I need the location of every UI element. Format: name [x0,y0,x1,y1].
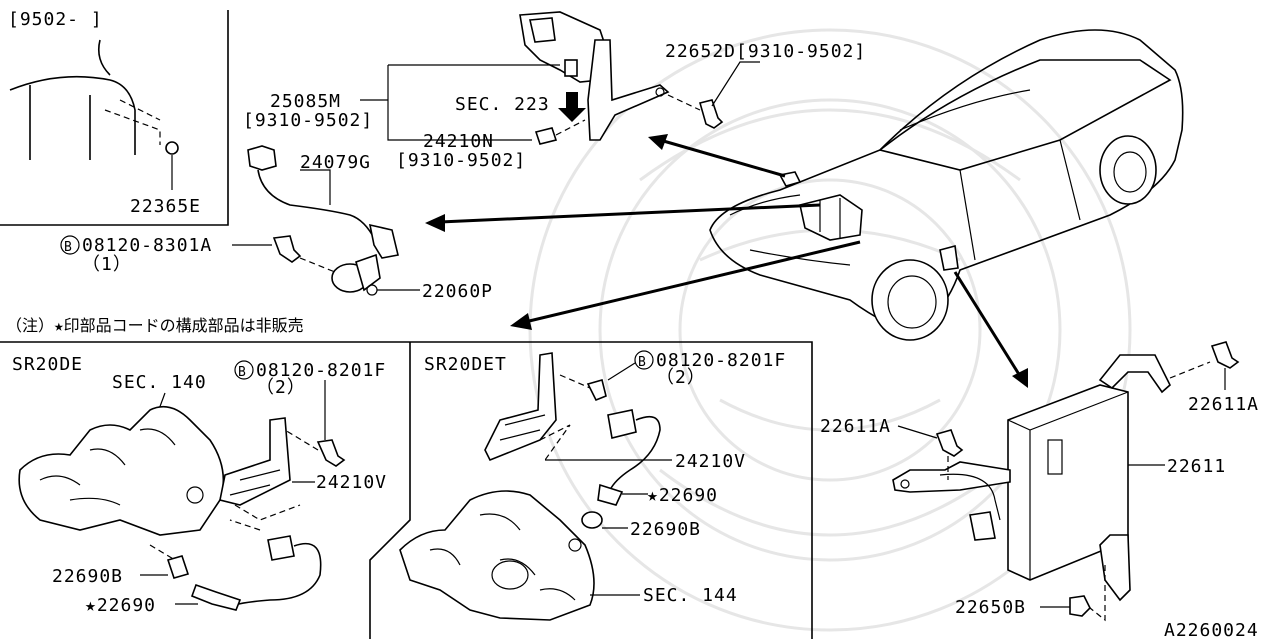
label-sec-140: SEC. 140 [112,372,207,393]
label-sec-144: SEC. 144 [643,585,738,606]
label-bolt-mid-code: 08120-8201F [656,350,786,371]
bolt-left-circle-letter: B [238,365,246,380]
label-25085M-range: [9310-9502] [243,110,373,131]
knock-sensor-group: 24079G B 08120-8301A （1） 22060P [60,145,493,302]
car-illustration [709,29,1184,341]
label-22611A-left: 22611A [820,416,891,437]
label-bolt-top-qty: （1） [82,254,132,275]
bracket-sensor-group: SEC. 223 25085M [9310-9502] 24210N [9310… [243,11,866,171]
label-sr20det: SR20DET [424,354,507,375]
label-24210V-left: 24210V [316,472,387,493]
label-24210V-mid: 24210V [675,451,746,472]
label-24079G: 24079G [300,152,371,173]
label-bolt-mid-qty: （2） [656,367,706,388]
pointer-arrows [425,134,1028,388]
section-sr20de: SR20DE SEC. 140 B 08120-8201F （2） 24210V… [12,354,387,616]
label-24210N-range: [9310-9502] [396,150,526,171]
label-22365E: 22365E [130,196,201,217]
label-25085M: 25085M [270,91,341,112]
label-22690-left: ★22690 [85,595,156,616]
watermark-emblem [528,28,1132,632]
drawing-id: A2260024 [1164,620,1259,639]
bolt-mid-circle-letter: B [638,355,646,370]
label-bolt-08120-8301A: 08120-8301A [82,235,212,256]
label-sr20de: SR20DE [12,354,83,375]
label-22690-mid: ★22690 [647,485,718,506]
section-ecu: 22611A 22611A 22611 22650B [820,341,1259,622]
label-22611: 22611 [1167,456,1226,477]
label-22611A-right: 22611A [1188,394,1259,415]
section-frames [0,10,813,639]
label-22690B-mid: 22690B [630,519,701,540]
note-text: （注）★印部品コードの構成部品は非販売 [6,316,304,335]
inset-top-left: [9502- ] 22365E [8,9,201,217]
label-sec-223: SEC. 223 [455,94,550,115]
label-24210N: 24210N [423,131,494,152]
label-22650B: 22650B [955,597,1026,618]
inset-date-range: [9502- ] [8,9,103,30]
label-bolt-left-qty: （2） [256,377,306,398]
label-22060P: 22060P [422,281,493,302]
label-22652D: 22652D[9310-9502] [665,41,866,62]
label-22690B-left: 22690B [52,566,123,587]
bolt-top-circle-letter: B [64,240,72,255]
label-bolt-left-code: 08120-8201F [256,360,386,381]
section-sr20det: SR20DET 24210V B 08120-8201F （2） ★22690 … [399,350,786,621]
